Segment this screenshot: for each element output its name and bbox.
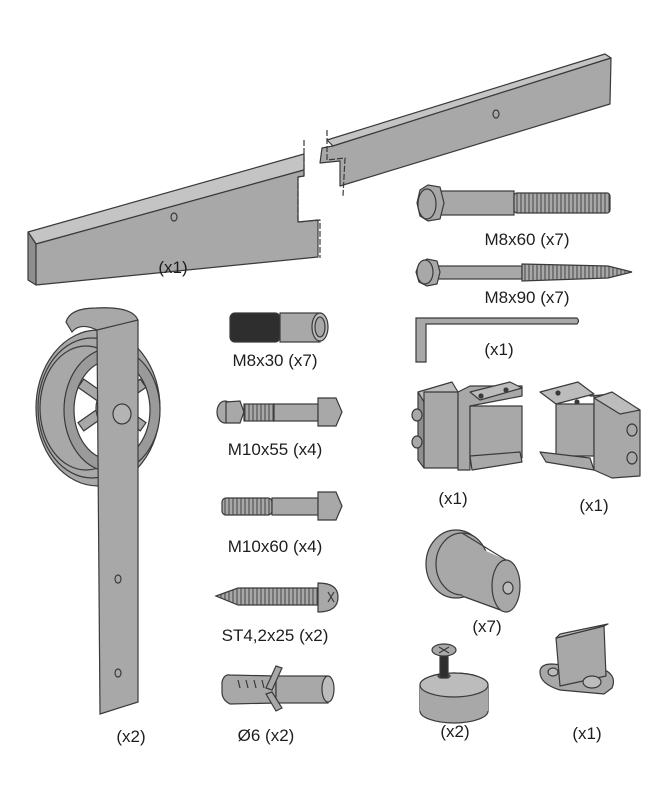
wood-screw-st42x25	[214, 582, 339, 613]
bolt-m10x55-label: M10x55 (x4)	[227, 440, 323, 459]
track-rail	[27, 53, 612, 286]
wood-screw-st42x25-label: ST4,2x25 (x2)	[221, 626, 329, 645]
hex-bolt-m8x60-label: M8x60 (x7)	[484, 230, 570, 249]
floor-guide-label: (x1)	[572, 724, 602, 743]
stopper-left-label: (x1)	[438, 489, 468, 508]
lag-screw-m8x90-label: M8x90 (x7)	[484, 288, 570, 307]
stopper-right-label: (x1)	[579, 496, 609, 515]
allen-key-label: (x1)	[484, 340, 514, 359]
allen-key	[415, 317, 580, 363]
stopper-left	[411, 381, 523, 471]
track-rail-label: (x1)	[158, 258, 188, 277]
lag-screw-m8x90	[415, 258, 633, 287]
bolt-m10x55	[216, 397, 343, 427]
wall-anchor	[221, 665, 335, 712]
bolt-m10x60-label: M10x60 (x4)	[227, 537, 323, 556]
wall-spacer	[425, 529, 521, 613]
anti-jump-disc-label: (x2)	[440, 722, 470, 741]
wall-anchor-label: Ø6 (x2)	[237, 726, 295, 745]
floor-guide	[539, 623, 615, 695]
bolt-m10x60	[221, 491, 343, 521]
hanger-roller-label: (x2)	[116, 727, 146, 746]
anti-jump-disc	[419, 643, 489, 724]
hex-bolt-m8x60	[416, 184, 611, 222]
spacer-bolt-m8x30	[229, 312, 329, 343]
hanger-roller	[35, 307, 161, 715]
spacer-bolt-m8x30-label: M8x30 (x7)	[232, 351, 318, 370]
wall-spacer-label: (x7)	[472, 617, 502, 636]
stopper-right	[539, 381, 641, 479]
